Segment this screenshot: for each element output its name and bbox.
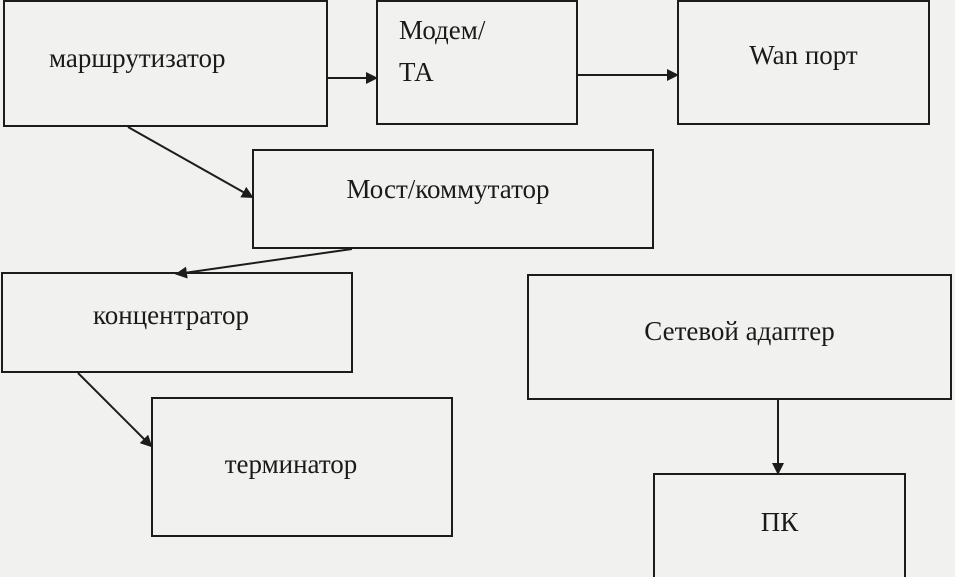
edge-hub-to-terminator <box>77 372 153 448</box>
terminator-label: терминатор <box>224 449 358 480</box>
bridge-switch-box: Мост/коммутатор <box>252 149 654 249</box>
wan-port-box: Wan порт <box>677 0 930 125</box>
modem-label: Модем/ ТА <box>399 14 485 90</box>
wan-port-label: Wan порт <box>749 39 858 70</box>
modem-box: Модем/ ТА <box>376 0 578 125</box>
hub-box: концентратор <box>1 272 353 373</box>
pc-label: ПК <box>760 507 799 538</box>
pc-box: ПК <box>653 473 906 577</box>
network-adapter-label: Сетевой адаптер <box>644 316 835 347</box>
router-label: маршрутизатор <box>49 42 226 73</box>
modem-label-line2: ТА <box>399 56 434 87</box>
network-adapter-box: Сетевой адаптер <box>527 274 952 400</box>
edge-router-to-bridge <box>127 126 254 198</box>
hub-label: концентратор <box>93 299 249 330</box>
edge-bridge-to-hub <box>175 248 353 279</box>
bridge-switch-label: Мост/коммутатор <box>346 174 550 205</box>
terminator-box: терминатор <box>151 397 453 537</box>
router-box: маршрутизатор <box>3 0 328 127</box>
modem-label-line1: Модем/ <box>399 15 486 45</box>
